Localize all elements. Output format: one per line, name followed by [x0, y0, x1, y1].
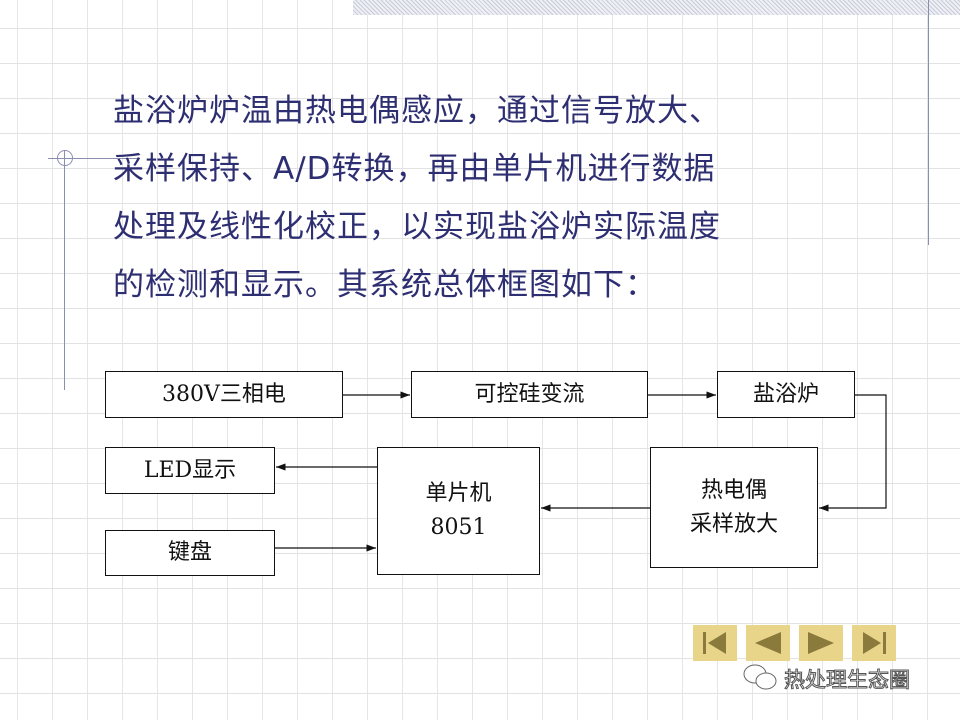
box-label: 单片机 [425, 481, 492, 506]
box-label: LED显示 [143, 457, 237, 483]
prev-slide-icon [755, 632, 781, 654]
arrow-furnace-to-thermo [819, 394, 887, 512]
divider [928, 0, 929, 245]
description-text: 盐浴炉炉温由热电偶感应，通过信号放大、 采样保持、A/D转换，再由单片机进行数据… [113, 82, 853, 314]
header-band [353, 0, 960, 15]
wechat-icon [743, 664, 777, 690]
text-line: 处理及线性化校正，以实现盐浴炉实际温度 [113, 209, 721, 245]
text-line: 采样保持、A/D转换，再由单片机进行数据 [113, 151, 716, 187]
box-label: 键盘 [167, 540, 212, 565]
divider [48, 158, 138, 159]
bullet-circle [57, 150, 73, 166]
last-slide-icon [863, 632, 886, 654]
box-label: 盐浴炉 [752, 381, 819, 407]
last-slide-button[interactable] [852, 625, 896, 661]
box-led: LED显示 [105, 447, 275, 494]
first-slide-button[interactable] [693, 625, 737, 661]
next-slide-icon [808, 632, 834, 654]
next-slide-button[interactable] [799, 625, 843, 661]
first-slide-icon [703, 632, 726, 654]
box-power: 380V三相电 [105, 371, 343, 418]
box-scr: 可控硅变流 [411, 371, 648, 418]
text-line: 盐浴炉炉温由热电偶感应，通过信号放大、 [113, 93, 721, 129]
box-keyboard: 键盘 [105, 530, 275, 576]
box-label: 可控硅变流 [474, 381, 585, 407]
box-furnace: 盐浴炉 [717, 371, 855, 418]
text-line: 的检测和显示。其系统总体框图如下： [113, 267, 657, 303]
box-label: 380V三相电 [162, 381, 286, 407]
divider [64, 150, 65, 390]
box-mcu: 单片机 8051 [377, 447, 540, 575]
prev-slide-button[interactable] [746, 625, 790, 661]
watermark: 热处理生态圈 [784, 668, 911, 693]
box-thermocouple: 热电偶采样放大 [650, 447, 818, 568]
box-label: 热电偶 [700, 477, 767, 503]
box-label: 8051 [430, 515, 487, 540]
box-label: 采样放大 [689, 511, 778, 537]
